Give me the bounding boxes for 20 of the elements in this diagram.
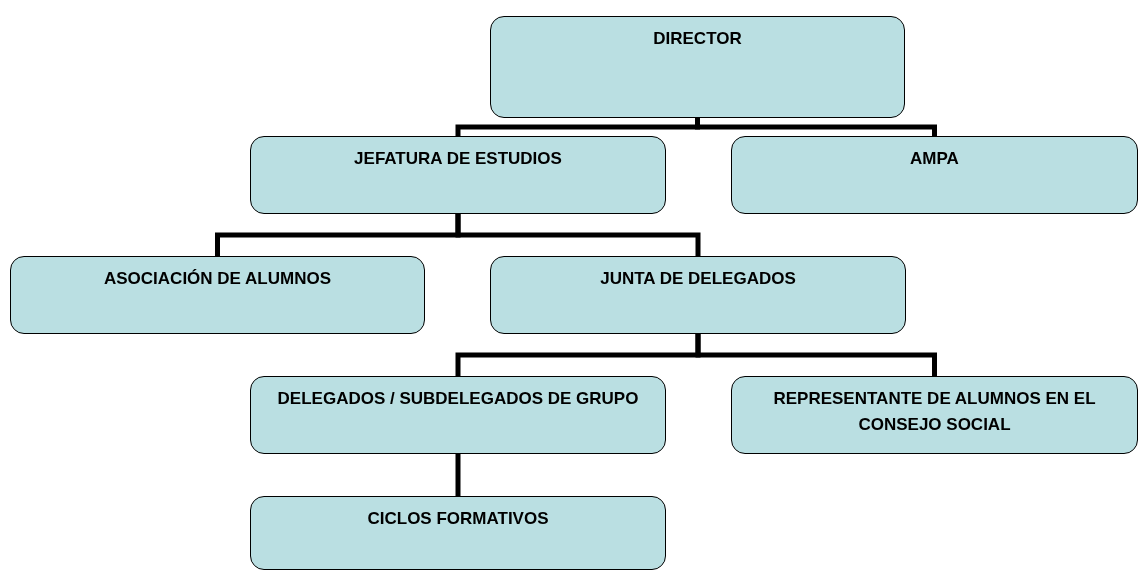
box-label: DIRECTOR bbox=[653, 28, 742, 50]
org-box bbox=[10, 256, 425, 334]
box-label: REPRESENTANTE DE ALUMNOS EN EL CONSEJO SOCIAL bbox=[772, 388, 1097, 436]
org-box bbox=[731, 376, 1138, 454]
connector-line bbox=[695, 118, 937, 136]
box-label: JEFATURA DE ESTUDIOS bbox=[354, 148, 562, 170]
box-label: AMPA bbox=[910, 148, 959, 170]
connector-line bbox=[695, 334, 937, 376]
box-label: ASOCIACIÓN DE ALUMNOS bbox=[104, 268, 331, 290]
box-label: CICLOS FORMATIVOS bbox=[367, 508, 549, 530]
box-label: DELEGADOS / SUBDELEGADOS DE GRUPO bbox=[277, 388, 639, 410]
org-box bbox=[250, 376, 666, 454]
org-box bbox=[250, 136, 666, 214]
org-box bbox=[490, 16, 905, 118]
connector-line bbox=[455, 214, 701, 256]
org-box bbox=[731, 136, 1138, 214]
org-box bbox=[490, 256, 906, 334]
box-label: JUNTA DE DELEGADOS bbox=[600, 268, 796, 290]
org-box bbox=[250, 496, 666, 570]
connector-line bbox=[455, 454, 461, 496]
